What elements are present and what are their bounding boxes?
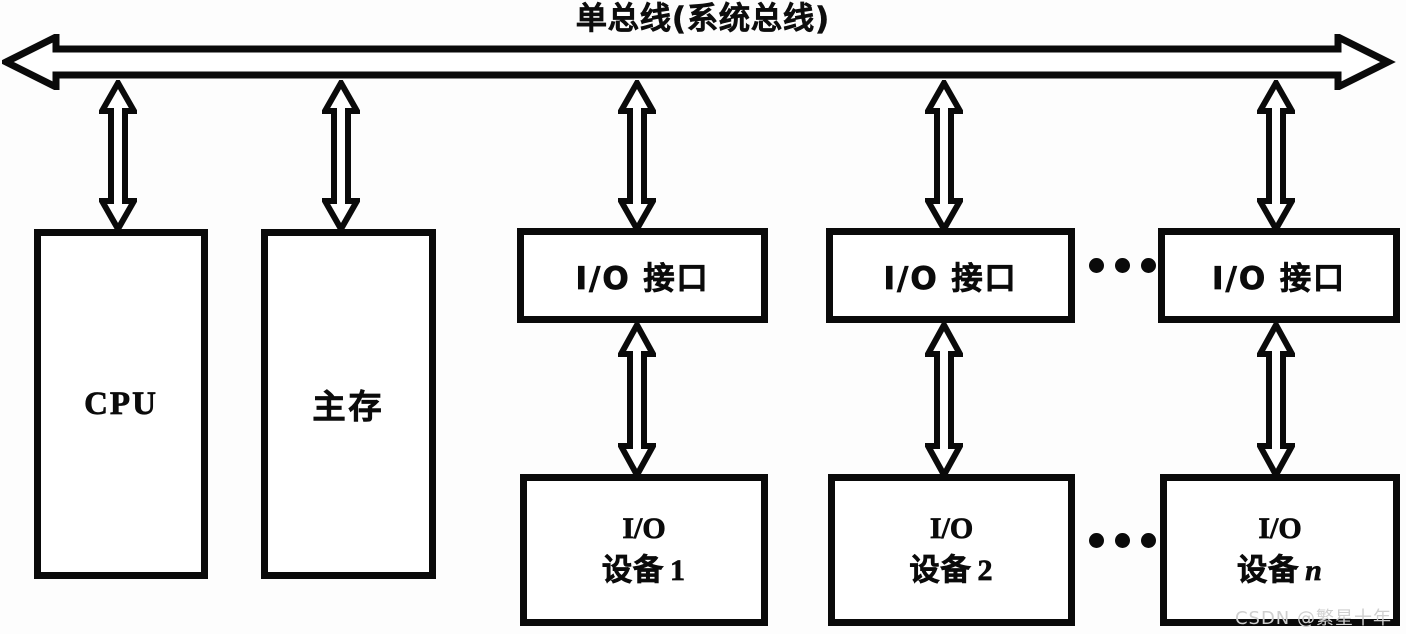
main-memory-label: 主存 [312,387,385,427]
io-interface-1-to-device-1-arrow [618,322,656,478]
cpu-label: CPU [84,385,158,422]
io-interface-2-to-device-2-arrow [925,322,963,478]
ellipsis-dot [1141,258,1156,273]
io-device-line1-n: I/O [1258,512,1302,546]
io-device-index-n: n [1305,554,1323,588]
system-bus-arrow [2,34,1402,90]
bus-to-io-interface-1-arrow [618,80,656,232]
io-interface-label-1: I/O 接口 [575,261,710,298]
io-interface-ellipsis [1089,258,1156,273]
ellipsis-dot [1089,258,1104,273]
ellipsis-dot [1089,533,1104,548]
bus-to-main-memory-arrow [322,80,360,232]
bus-to-io-interface-2-arrow [925,80,963,232]
io-interface-n-to-device-n-arrow [1257,322,1295,478]
bus-to-cpu-arrow [99,80,137,232]
bus-to-io-interface-n-arrow [1257,80,1295,232]
io-interface-label-n: I/O 接口 [1211,261,1346,298]
io-device-line1-1: I/O [622,512,666,546]
csdn-watermark: CSDN @繁星十年 [1234,608,1392,629]
io-interface-box-2[interactable]: I/O 接口 [826,228,1075,323]
ellipsis-dot [1115,533,1130,548]
io-device-line2-n: 设备 [1237,553,1300,589]
io-device-line2-1: 设备 [602,553,664,589]
io-device-line1-2: I/O [929,512,974,546]
ellipsis-dot [1115,258,1130,273]
io-interface-box-1[interactable]: I/O 接口 [517,228,768,323]
cpu-box[interactable]: CPU [34,229,208,579]
io-device-index-1: 1 [670,554,686,588]
io-interface-label-2: I/O 接口 [883,261,1018,298]
io-interface-box-n[interactable]: I/O 接口 [1158,228,1400,323]
diagram-title: 单总线(系统总线) [575,1,831,37]
io-device-ellipsis [1089,533,1156,548]
io-device-index-2: 2 [977,554,994,588]
ellipsis-dot [1141,533,1156,548]
main-memory-box[interactable]: 主存 [261,229,436,579]
io-device-line2-2: 设备 [909,553,972,589]
